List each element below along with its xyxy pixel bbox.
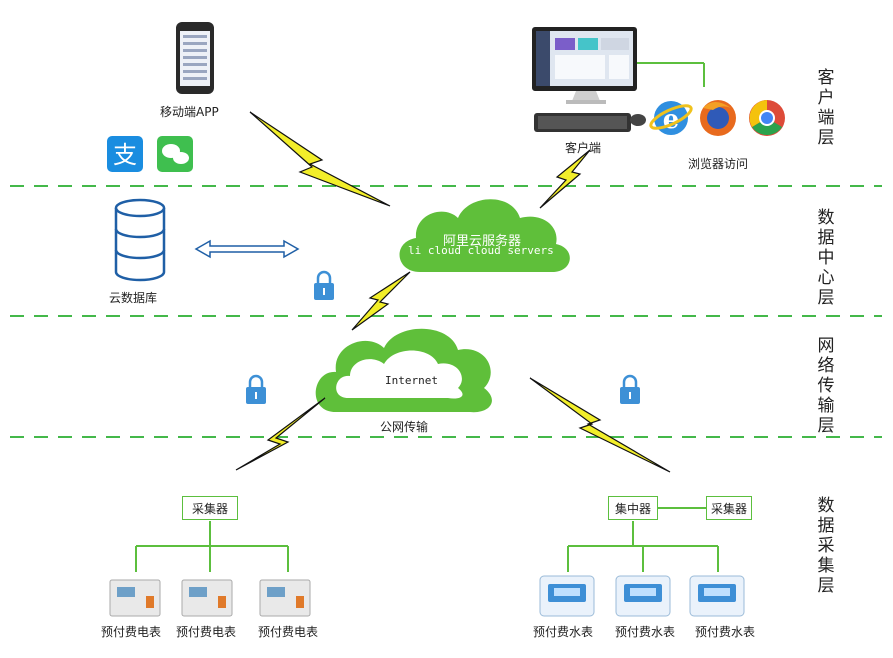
water-meter-icon bbox=[689, 575, 745, 617]
cloud-server-subtitle: li cloud cloud servers bbox=[408, 244, 554, 257]
internet-cloud-icon bbox=[315, 328, 492, 413]
electric-meter-icon bbox=[109, 579, 161, 617]
layer-title-client: 客户端层 bbox=[817, 68, 835, 148]
layer-title-datacenter: 数据中心层 bbox=[817, 208, 835, 308]
tree-connectors bbox=[135, 507, 719, 572]
database-label: 云数据库 bbox=[109, 291, 158, 305]
mobile-app-label: 移动端APP bbox=[160, 105, 219, 119]
layer-title-network: 网络传输层 bbox=[817, 336, 835, 436]
lock-icon bbox=[620, 374, 640, 404]
lock-icon bbox=[314, 270, 334, 300]
svg-text:支: 支 bbox=[113, 141, 137, 169]
lightning-bolts bbox=[235, 111, 671, 473]
lock-icon bbox=[246, 374, 266, 404]
water-meter-label: 预付费水表 bbox=[695, 625, 756, 639]
electric-meter-label: 预付费电表 bbox=[176, 625, 237, 639]
alipay-icon: 支 bbox=[107, 136, 143, 172]
water-meter-icon bbox=[615, 575, 671, 617]
lightning-internet-concentrator-icon bbox=[529, 377, 671, 473]
pc-client-label: 客户端 bbox=[565, 141, 602, 155]
lightning-internet-collector-icon bbox=[235, 397, 326, 471]
chrome-icon bbox=[749, 100, 785, 136]
aliyun-cloud-icon bbox=[399, 199, 570, 272]
lightning-pc-cloud-icon bbox=[539, 149, 591, 209]
collector-box-right: 采集器 bbox=[706, 496, 752, 520]
concentrator-box: 集中器 bbox=[608, 496, 658, 520]
firefox-icon bbox=[700, 100, 736, 136]
internet-explorer-icon: e bbox=[649, 101, 693, 135]
public-network-label: 公网传输 bbox=[380, 420, 429, 434]
collector-box-left: 采集器 bbox=[182, 496, 238, 520]
mobile-phone-icon bbox=[176, 22, 214, 94]
electric-meter-label: 预付费电表 bbox=[258, 625, 319, 639]
water-meter-icon bbox=[539, 575, 595, 617]
browser-access-label: 浏览器访问 bbox=[688, 157, 749, 171]
water-meter-label: 预付费水表 bbox=[615, 625, 676, 639]
cloud-server-title: 阿里云服务器 bbox=[443, 234, 522, 249]
lightning-cloud-internet-icon bbox=[351, 271, 411, 331]
electric-meter-label: 预付费电表 bbox=[101, 625, 162, 639]
electric-meter-icon bbox=[181, 579, 233, 617]
internet-cloud-text: Internet bbox=[385, 374, 438, 387]
electric-meter-icon bbox=[259, 579, 311, 617]
wechat-icon bbox=[157, 136, 193, 172]
database-sync-arrow-icon bbox=[194, 239, 300, 259]
water-meter-label: 预付费水表 bbox=[533, 625, 594, 639]
layer-title-collect: 数据采集层 bbox=[817, 496, 835, 596]
desktop-computer-icon bbox=[532, 27, 646, 132]
database-icon bbox=[114, 198, 166, 282]
layer-dividers bbox=[10, 185, 882, 438]
lightning-mobile-cloud-icon bbox=[249, 111, 391, 207]
